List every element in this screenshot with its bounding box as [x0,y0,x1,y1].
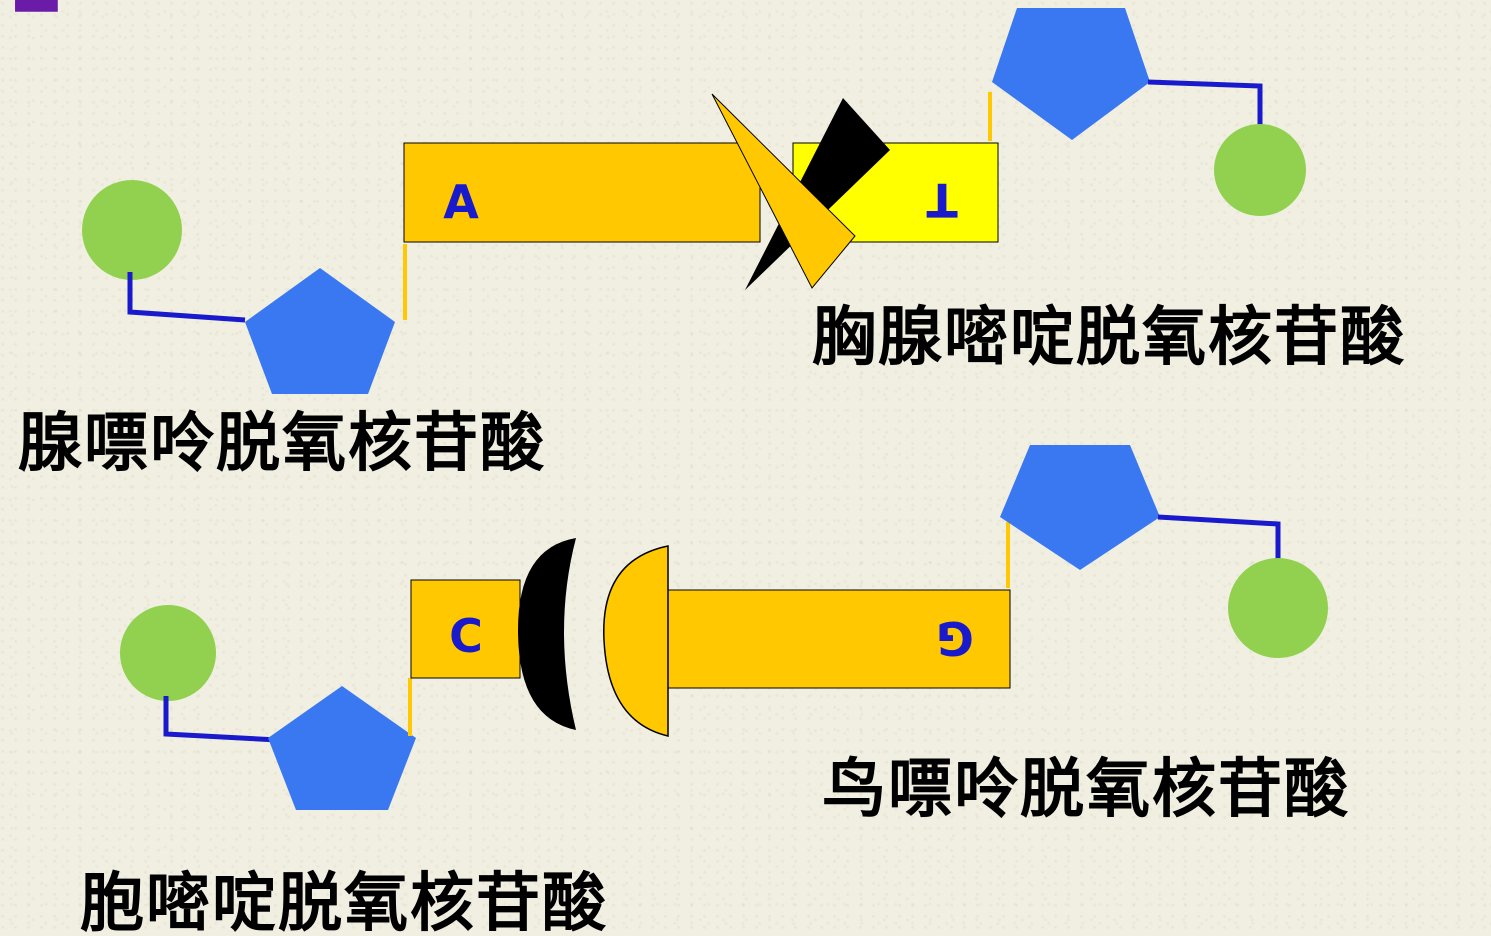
cytosine-base-letter: C [449,609,483,663]
thymine-nucleotide-label: 胸腺嘧啶脱氧核苷酸 [812,300,1406,375]
guanine-sugar [1000,445,1160,570]
guanine-base [663,589,1011,689]
thymine-phosphate [1214,124,1306,216]
cytosine-base [410,579,521,679]
guanine-phosphate-bond [1157,514,1281,565]
cytosine-phosphate-bond [163,696,279,743]
cytosine-nucleotide: C [120,538,576,810]
guanine-nucleotide-label: 鸟嘌呤脱氧核苷酸 [822,752,1350,827]
adenine-nucleotide-label: 腺嘌呤脱氧核苷酸 [18,406,546,481]
thymine-phosphate-bond [1147,79,1263,128]
guanine-nucleotide: G [603,445,1328,737]
adenine-phosphate-bond [127,272,246,323]
cytosine-sugar [268,686,416,810]
cytosine-nucleotide-label: 胞嘧啶脱氧核苷酸 [80,866,608,936]
thymine-notch-black [745,98,890,290]
adenine-base-letter: A [443,175,479,229]
thymine-base-letter: T [926,173,958,227]
adenine-wedge-orange [711,93,856,289]
thymine-sugar [992,8,1150,140]
cytosine-phosphate [120,605,216,701]
adenine-sugar [245,268,395,394]
adenine-nucleotide: A [82,142,761,394]
guanine-cap [603,545,669,737]
guanine-base-letter: G [936,611,974,665]
cytosine-clamp [518,538,576,730]
guanine-phosphate [1228,558,1328,658]
thymine-nucleotide: T [711,8,1306,290]
clipped-title-band: ▬ [0,0,1491,20]
adenine-phosphate [82,180,182,280]
adenine-base [403,142,761,243]
